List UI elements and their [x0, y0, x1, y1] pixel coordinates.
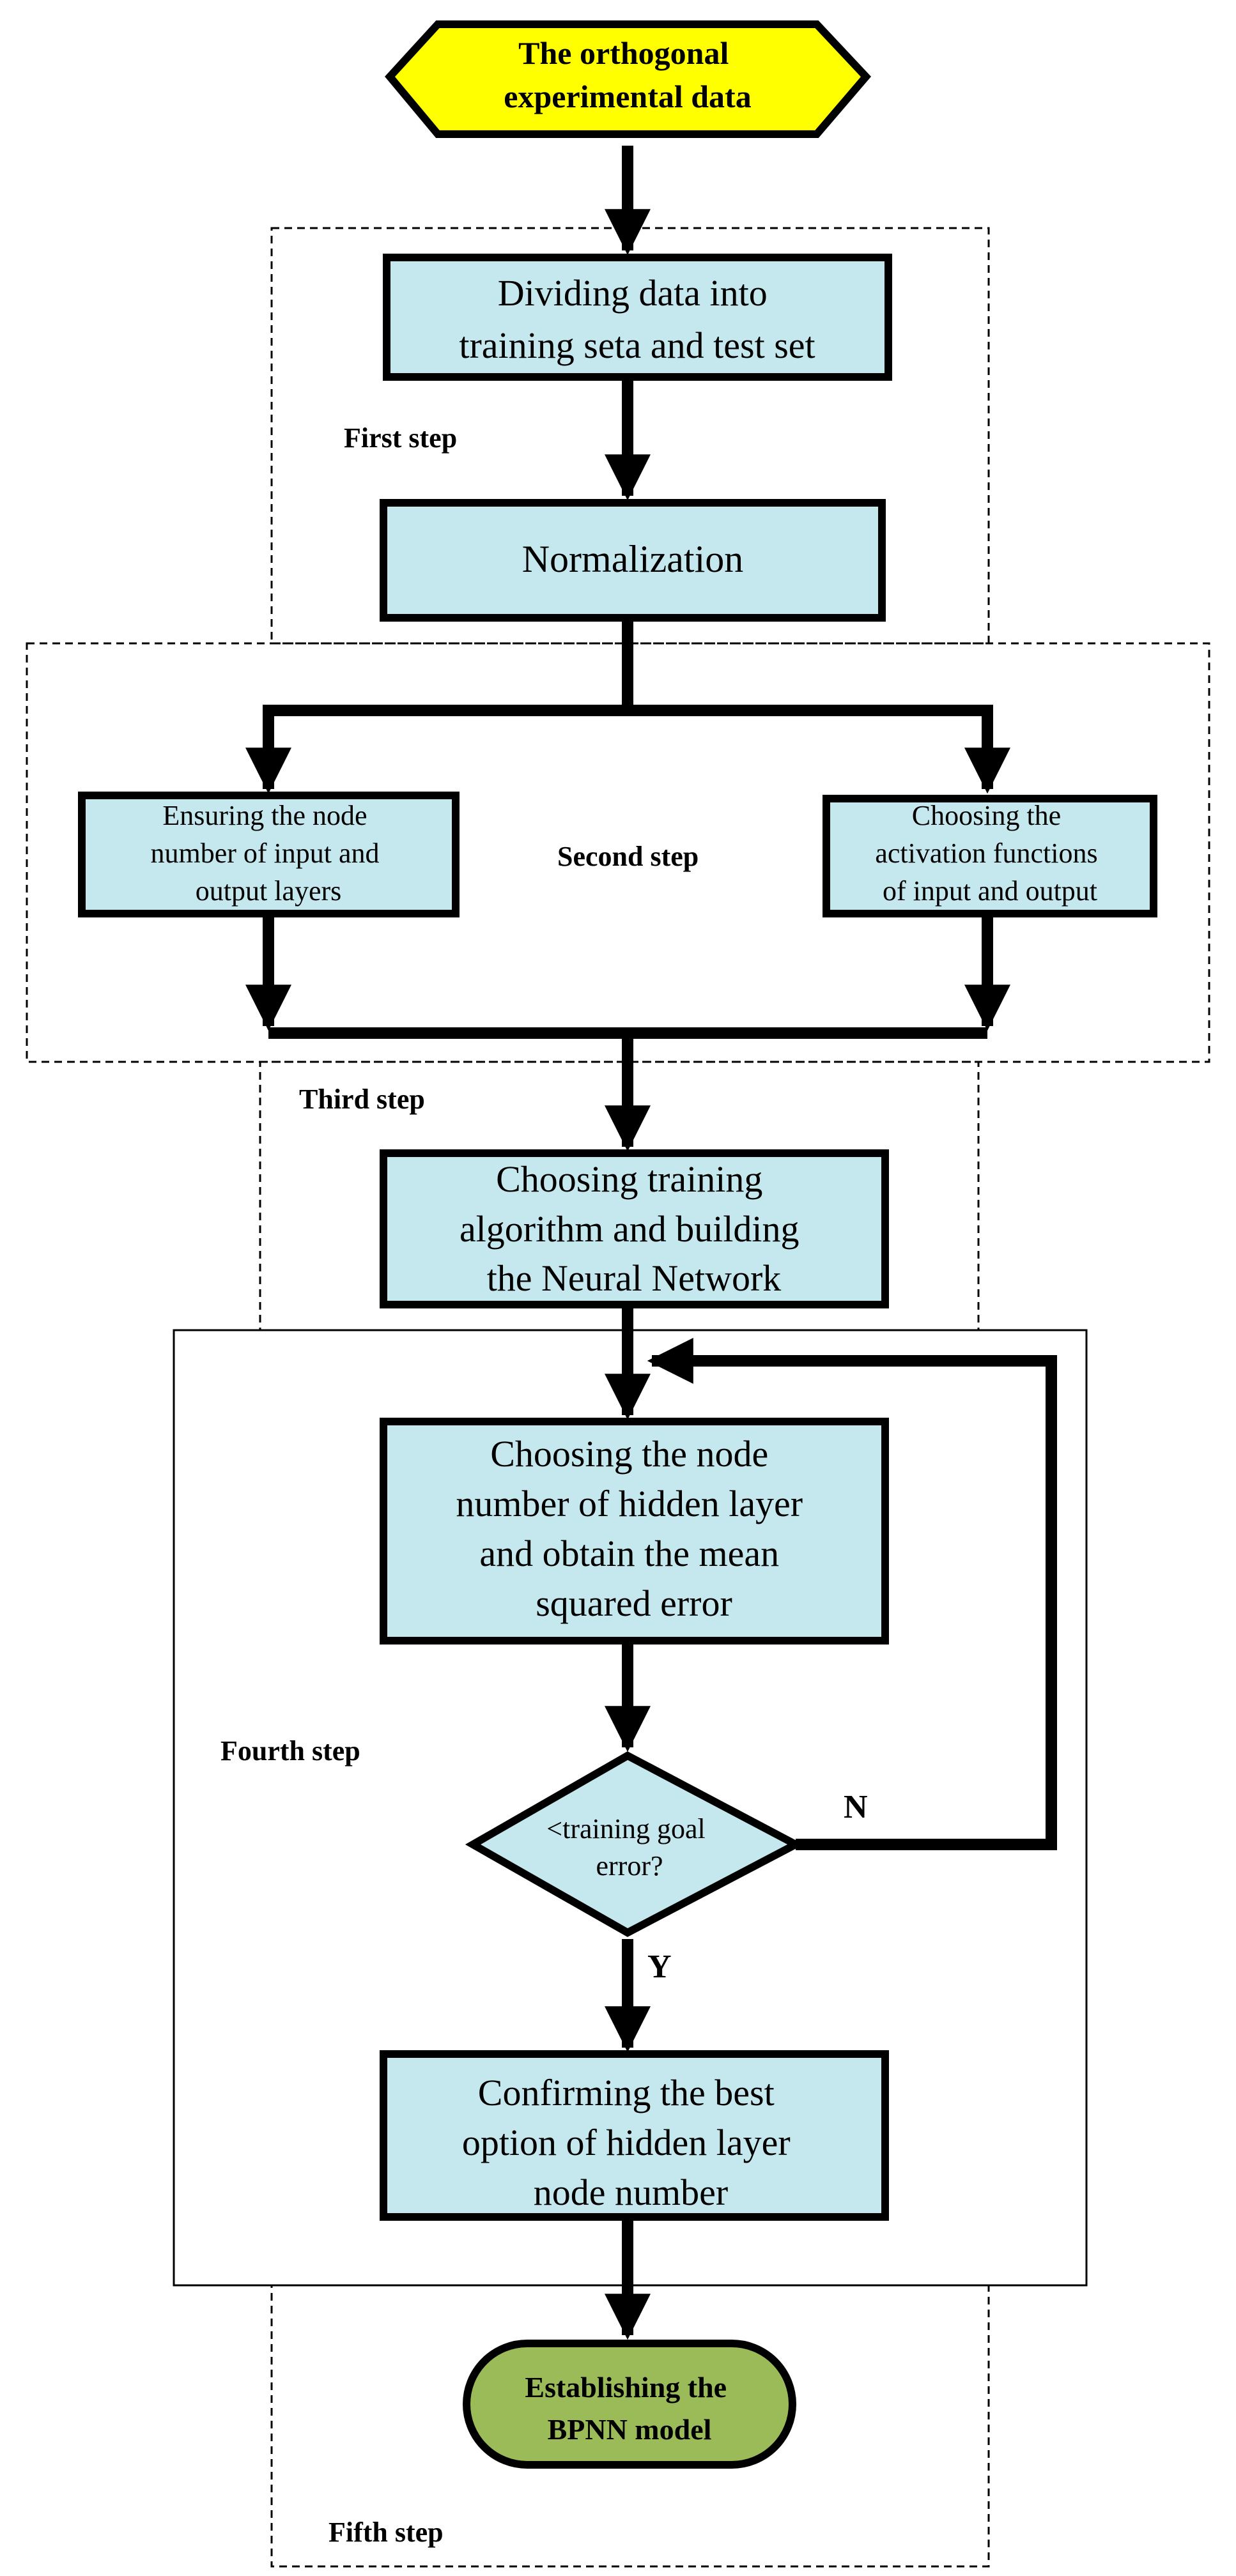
third-step-label: Third step	[299, 1084, 425, 1115]
start-hexagon	[385, 20, 872, 138]
arrow-loop-back	[647, 1338, 1057, 1850]
no-branch-label: N	[844, 1789, 868, 1825]
divide-label: Dividing data into training seta and tes…	[459, 272, 815, 366]
arrow-split-right	[628, 705, 1010, 794]
training-alg-label: Choosing training algorithm and building…	[460, 1158, 808, 1299]
connectors	[245, 146, 1057, 2340]
normalize-label: Normalization	[522, 538, 744, 580]
yes-branch-label: Y	[647, 1949, 672, 1985]
confirm-label: Confirming the best option of hidden lay…	[462, 2072, 800, 2213]
arrow-split-left	[245, 705, 628, 794]
confirm-box	[380, 2050, 889, 2221]
start-label: The orthogonal experimental data	[504, 35, 751, 114]
divide-box	[383, 254, 892, 381]
ensure-nodes-box	[78, 792, 460, 917]
fourth-step-label: Fourth step	[220, 1735, 360, 1767]
activation-label: Choosing the activation functions of inp…	[875, 800, 1104, 907]
fifth-step-label: Fifth step	[328, 2517, 444, 2548]
second-step-label: Second step	[557, 841, 699, 872]
normalize-box	[380, 499, 886, 622]
activation-box	[823, 795, 1157, 917]
end-label: Establishing the BPNN model	[525, 2371, 734, 2446]
hidden-nodes-label: Choosing the node number of hidden layer…	[456, 1433, 812, 1624]
end-terminator	[463, 2340, 796, 2469]
ensure-nodes-label: Ensuring the node number of input and ou…	[150, 800, 386, 907]
training-alg-box	[380, 1149, 889, 1308]
decision-diamond	[465, 1751, 804, 1937]
first-step-label: First step	[344, 422, 457, 454]
decision-label: <training goal error?	[546, 1813, 712, 1882]
hidden-nodes-box	[380, 1418, 889, 1644]
